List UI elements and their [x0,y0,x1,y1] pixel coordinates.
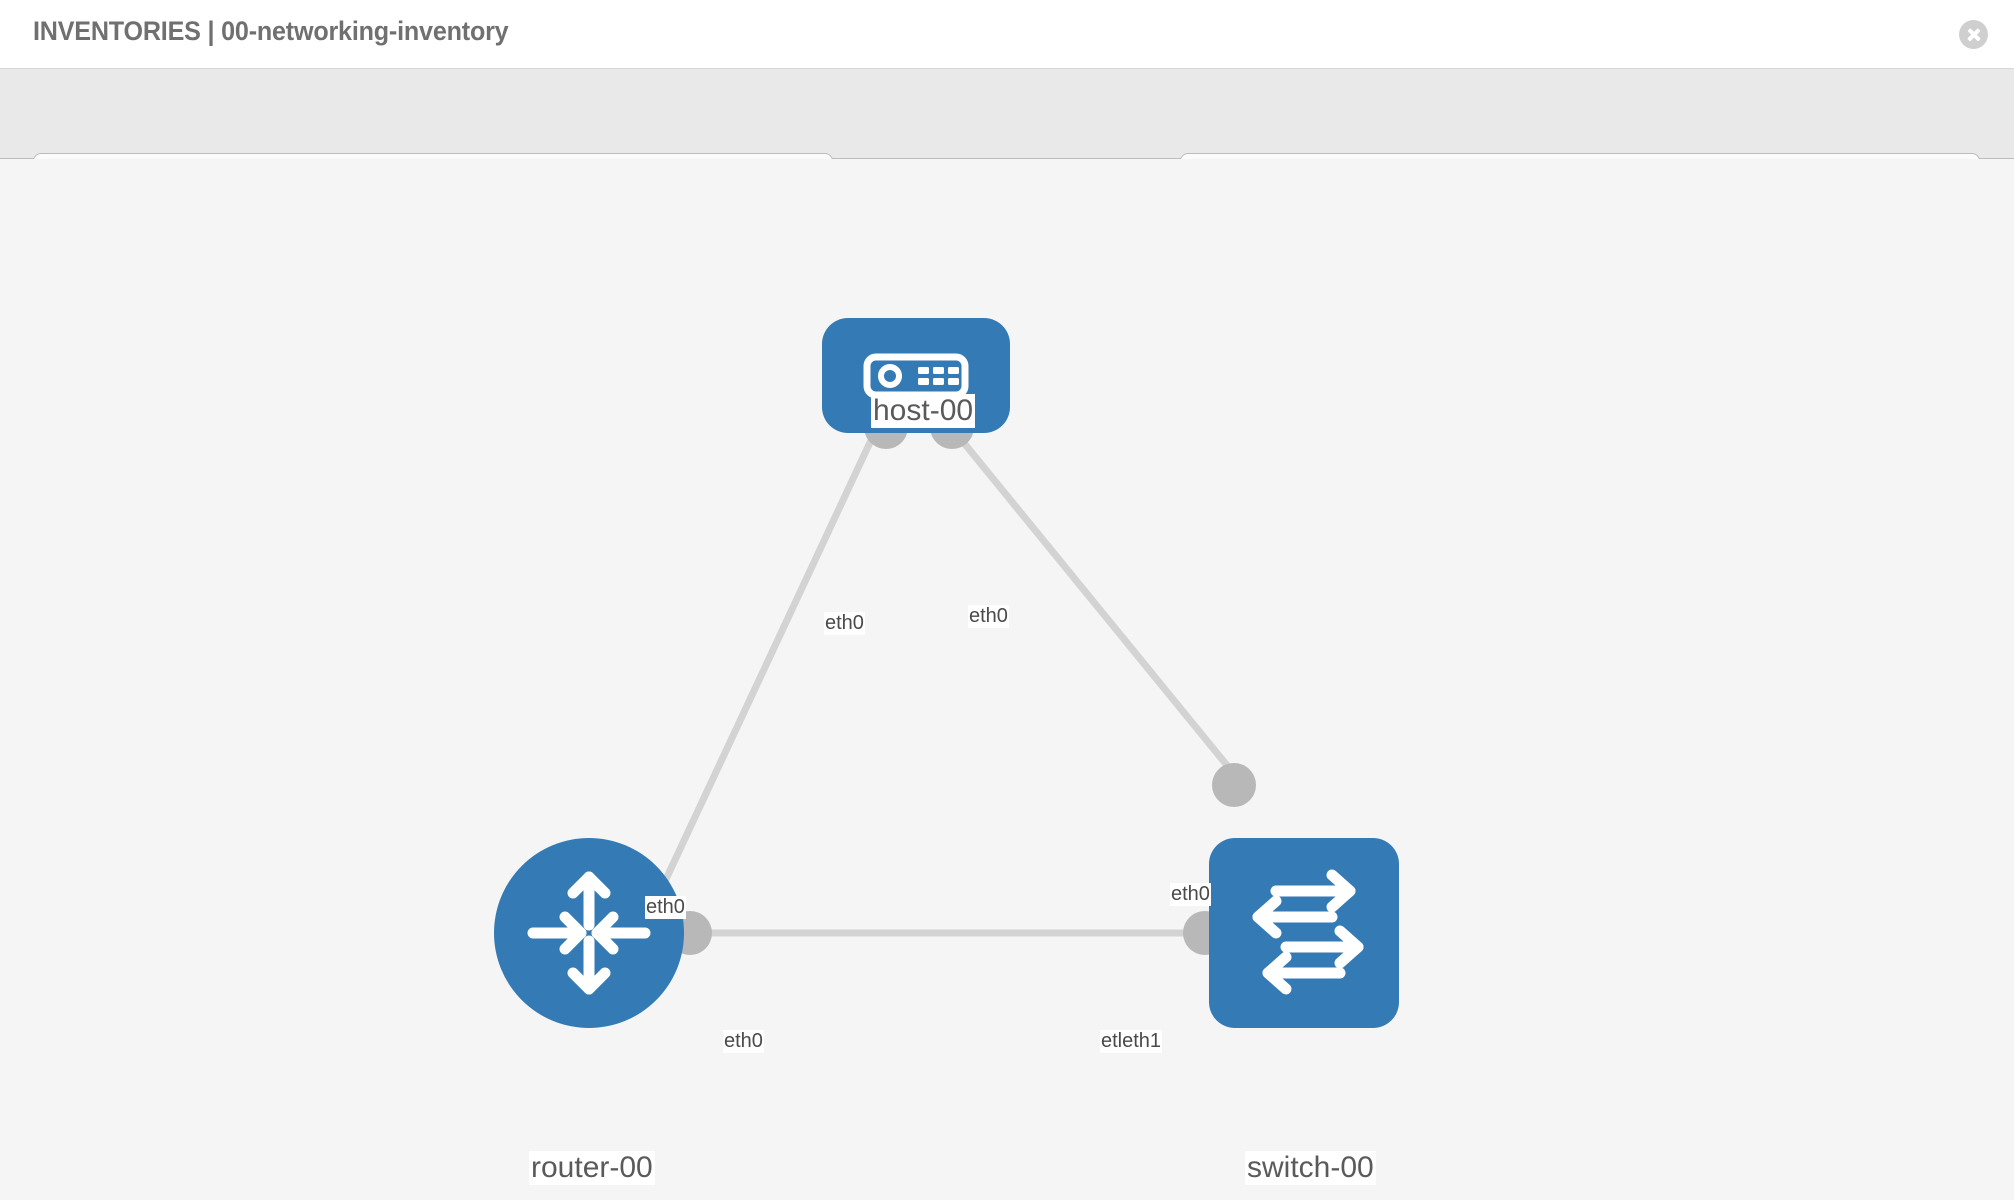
link-host-router [656,419,884,894]
node-label-host-00: host-00 [871,394,976,428]
topology-canvas[interactable]: host-00 router-00 switch-00 eth0 eth0 et… [0,159,2014,1200]
link-host-switch [943,418,1246,788]
interface-label-host-left: eth0 [824,612,865,635]
interface-label-host-right: eth0 [968,605,1009,628]
interface-label-switch-left: etleth1 [1100,1030,1163,1053]
close-icon[interactable] [1959,20,1988,49]
connector-nub-switch-top [1212,763,1256,807]
page-header: INVENTORIES | 00-networking-inventory [0,0,2014,69]
interface-label-router-up: eth0 [645,896,686,919]
router-arrows-icon [527,871,651,995]
page-title: INVENTORIES | 00-networking-inventory [33,16,509,46]
toolbar: ACTIONS SEARCH [0,69,2014,213]
node-label-switch-00: switch-00 [1245,1151,1376,1185]
node-label-router-00: router-00 [529,1151,655,1185]
interface-label-router-right: eth0 [723,1030,764,1053]
topology-node-switch-00[interactable] [1209,838,1399,1028]
switch-arrows-icon [1252,869,1364,995]
topology-node-router-00[interactable] [494,838,684,1028]
topology-link-layer [656,405,1256,955]
interface-label-switch-up: eth0 [1170,883,1211,906]
